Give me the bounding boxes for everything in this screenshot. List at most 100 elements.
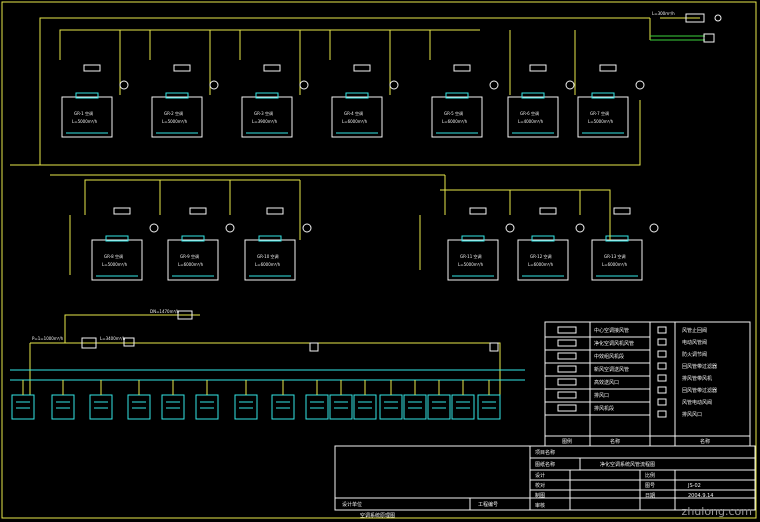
unit-flow: L=3900m³/h (252, 119, 278, 124)
fan-icon (299, 80, 309, 90)
legend-symbol (657, 398, 667, 406)
legend-left-item: 中效组风机段 (594, 353, 624, 360)
ahu-unit: GR-8 空调L=5000m³/h (91, 207, 159, 281)
terminal-box (127, 380, 151, 420)
legend-right-item: 防火调节阀 (682, 351, 707, 358)
legend-left-item: 净化空调风机风管 (594, 340, 634, 347)
unit-flow: L=6000m³/h (442, 119, 468, 124)
lower-label-b: P=1=1000m³/h (32, 336, 64, 341)
diffuser-icon (263, 64, 281, 72)
legend-left-item: 排风口 (594, 392, 609, 399)
watermark: zhulong.com (681, 505, 752, 518)
legend-symbol (557, 352, 577, 360)
diffuser-icon (266, 207, 284, 215)
diffuser-icon (529, 64, 547, 72)
ahu-unit: GR-10 空调L=6000m³/h (244, 207, 312, 281)
terminal-box (329, 380, 353, 420)
diffuser-icon (453, 64, 471, 72)
legend-symbol (657, 326, 667, 334)
unit-flow: L=5000m³/h (458, 262, 484, 267)
legend-symbol (657, 350, 667, 358)
terminal-box (234, 380, 258, 420)
unit-flow: L=6000m³/h (342, 119, 368, 124)
ahu-unit: GR-1 空调L=5000m³/h (61, 64, 129, 138)
fan-icon (489, 80, 499, 90)
fan-icon (149, 223, 159, 233)
fan-icon (565, 80, 575, 90)
legend-symbol (557, 365, 577, 373)
title-design-label: 设计 (535, 472, 545, 479)
fan-icon (119, 80, 129, 90)
legend-symbol (557, 391, 577, 399)
main-supply-duct: L=300m³/h (10, 11, 722, 180)
row1-units: GR-1 空调L=5000m³/hGR-2 空调L=5000m³/hGR-3 空… (61, 64, 645, 138)
terminal-box (305, 380, 329, 420)
unit-name: GR-5 空调 (444, 110, 463, 116)
unit-name: GR-1 空调 (74, 110, 93, 116)
ahu-unit: GR-12 空调 L=6000m³/h (517, 207, 585, 281)
title-design-unit: 设计单位 (342, 501, 362, 508)
diffuser-icon (599, 64, 617, 72)
title-number-value: JS-02 (687, 483, 701, 489)
diffuser-icon (469, 207, 487, 215)
title-drawing-name: 净化空调系统风管流程图 (600, 461, 655, 468)
ahu-unit: GR-9 空调L=6000m³/h (167, 207, 235, 281)
legend-symbol (557, 339, 577, 347)
unit-name: GR-11 空调 (460, 253, 482, 259)
legend-symbol (657, 338, 667, 346)
legend-symbol (657, 374, 667, 382)
title-drawing-label: 图纸名称 (535, 461, 555, 468)
legend-symbol (557, 404, 577, 412)
unit-name: GR-9 空调 (180, 253, 199, 259)
terminal-box (271, 380, 295, 420)
legend-symbol (657, 410, 667, 418)
fan-icon (302, 223, 312, 233)
terminal-box (195, 380, 219, 420)
diffuser-icon (173, 64, 191, 72)
ahu-unit: GR-4 空调 L=6000m³/h (331, 64, 399, 138)
unit-name: GR-10 空调 (257, 253, 279, 259)
unit-flow: L=6000m³/h (528, 262, 554, 267)
unit-name: GR-3 空调 (254, 110, 273, 116)
ahu-unit: GR-5 空调 L=6000m³/h (431, 64, 499, 138)
fan-icon (575, 223, 585, 233)
title-scale-label: 比例 (645, 472, 655, 479)
terminal-box (403, 380, 427, 420)
title-project-label: 项目名称 (535, 449, 555, 456)
unit-flow: L=5000m³/h (588, 119, 614, 124)
legend-right-item: 回风管带过滤器 (682, 387, 717, 394)
unit-flow: L=4000m³/h (518, 119, 544, 124)
terminal-box (51, 380, 75, 420)
lower-label-a: DN=1470m³/h (150, 309, 179, 314)
legend-symbol (557, 326, 577, 334)
row2-units: GR-8 空调L=5000m³/hGR-9 空调L=6000m³/hGR-10 … (91, 207, 659, 281)
ahu-unit: GR-2 空调L=5000m³/h (151, 64, 219, 138)
unit-flow: L=6000m³/h (602, 262, 628, 267)
legend-right-item: 风管止回阀 (682, 327, 707, 334)
ahu-unit: GR-6 空调 L=4000m³/h (507, 64, 575, 138)
legend-right-item: 电动风管阀 (682, 339, 707, 346)
unit-name: GR-7 空调 (590, 110, 609, 116)
unit-name: GR-12 空调 (530, 253, 552, 259)
title-number-label: 图号 (645, 483, 655, 489)
lower-terminal-units (11, 380, 501, 420)
title-drawn-label: 制图 (535, 492, 545, 499)
ahu-unit: GR-3 空调 L=3900m³/h (241, 64, 309, 138)
lower-label-c: L=3400m³/h (100, 336, 126, 341)
unit-name: GR-8 空调 (104, 253, 123, 259)
legend-right-item: 排风管带风机 (682, 375, 712, 382)
terminal-box (353, 380, 377, 420)
terminal-box (427, 380, 451, 420)
terminal-box (161, 380, 185, 420)
unit-name: GR-6 空调 (520, 110, 539, 116)
unit-name: GR-4 空调 (344, 110, 363, 116)
legend-footer-right: 名称 (700, 438, 710, 445)
terminal-box (477, 380, 501, 420)
ahu-unit: GR-7 空调 L=5000m³/h (577, 64, 645, 138)
title-stage: 工程编号 (478, 501, 498, 508)
legend-left-item: 高效送风口 (594, 379, 619, 386)
terminal-box (451, 380, 475, 420)
legend-footer-left: 图例 (562, 438, 572, 445)
